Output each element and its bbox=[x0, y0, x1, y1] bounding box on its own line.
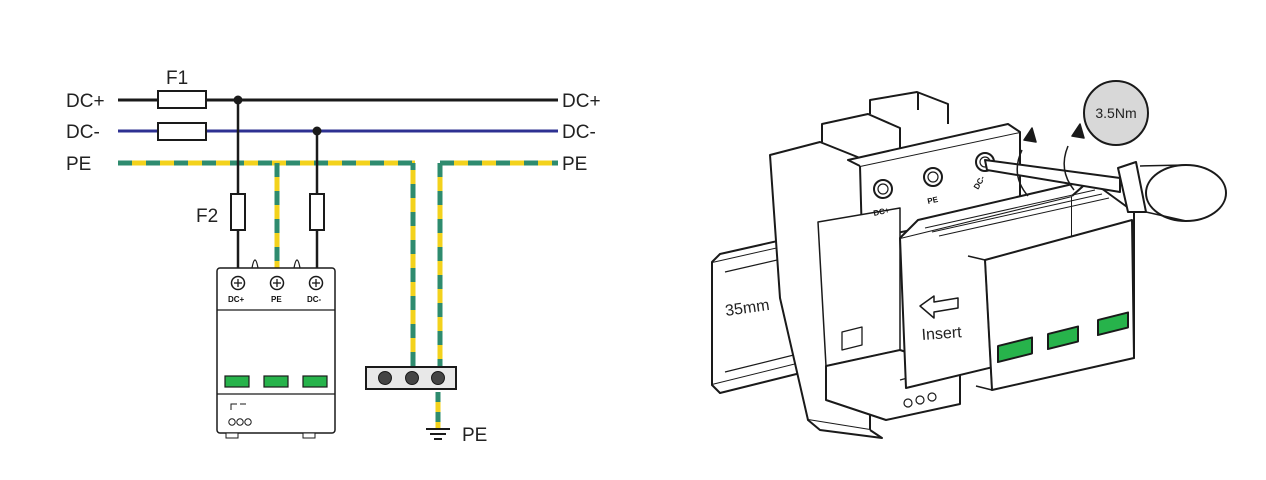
fuse-icon bbox=[157, 90, 207, 109]
label-dc-positive-left: DC+ bbox=[66, 91, 105, 112]
label-torque: 3.5Nm bbox=[1095, 105, 1136, 121]
spd-base bbox=[769, 91, 1021, 439]
wiring-diagram: DC+ DC- PE DC+ DC- PE F1 F2 bbox=[66, 68, 601, 446]
label-dc-negative-left: DC- bbox=[66, 122, 100, 143]
label-ground-pe: PE bbox=[462, 425, 487, 446]
status-indicator-green bbox=[263, 375, 289, 388]
terminal-label-pe: PE bbox=[271, 295, 282, 304]
label-rail-width: 35mm bbox=[724, 297, 770, 320]
spd-module: DC+ PE DC- bbox=[216, 259, 336, 439]
status-indicator-green bbox=[997, 336, 1033, 364]
status-indicator-green bbox=[224, 375, 250, 388]
fuse-icon bbox=[157, 122, 207, 141]
rotate-arrow-icon bbox=[1016, 123, 1085, 197]
label-pe-right: PE bbox=[562, 154, 587, 175]
screwdriver-icon bbox=[984, 159, 1227, 222]
status-indicator-green bbox=[302, 375, 328, 388]
terminal-label-dc-positive: DC+ bbox=[228, 295, 245, 304]
label-insert: Insert bbox=[921, 324, 963, 344]
ground-bar bbox=[365, 366, 457, 390]
base-terminal-label-dc-positive: DC+ bbox=[873, 206, 891, 218]
arrow-left-icon bbox=[919, 295, 959, 319]
fuse-icon bbox=[309, 193, 325, 231]
pe-branch-ground-bar bbox=[410, 163, 443, 428]
terminal-label-dc-negative: DC- bbox=[307, 295, 322, 304]
status-indicator-green bbox=[1047, 325, 1079, 351]
installation-illustration: 35mm DC+ PE bbox=[711, 80, 1227, 439]
ground-icon bbox=[426, 428, 450, 440]
remote-signal-contacts bbox=[228, 403, 252, 426]
label-fuse-f1: F1 bbox=[166, 68, 188, 89]
base-terminal-label-pe: PE bbox=[927, 195, 940, 206]
label-pe-left: PE bbox=[66, 154, 91, 175]
status-indicator-green bbox=[1097, 311, 1129, 337]
label-dc-negative-right: DC- bbox=[562, 122, 596, 143]
torque-badge bbox=[1083, 80, 1149, 146]
label-dc-positive-right: DC+ bbox=[562, 91, 601, 112]
fuse-icon bbox=[230, 193, 246, 231]
plug-in-module bbox=[899, 179, 1135, 391]
remote-signal-contacts bbox=[903, 392, 937, 408]
label-fuse-f2: F2 bbox=[196, 206, 218, 227]
